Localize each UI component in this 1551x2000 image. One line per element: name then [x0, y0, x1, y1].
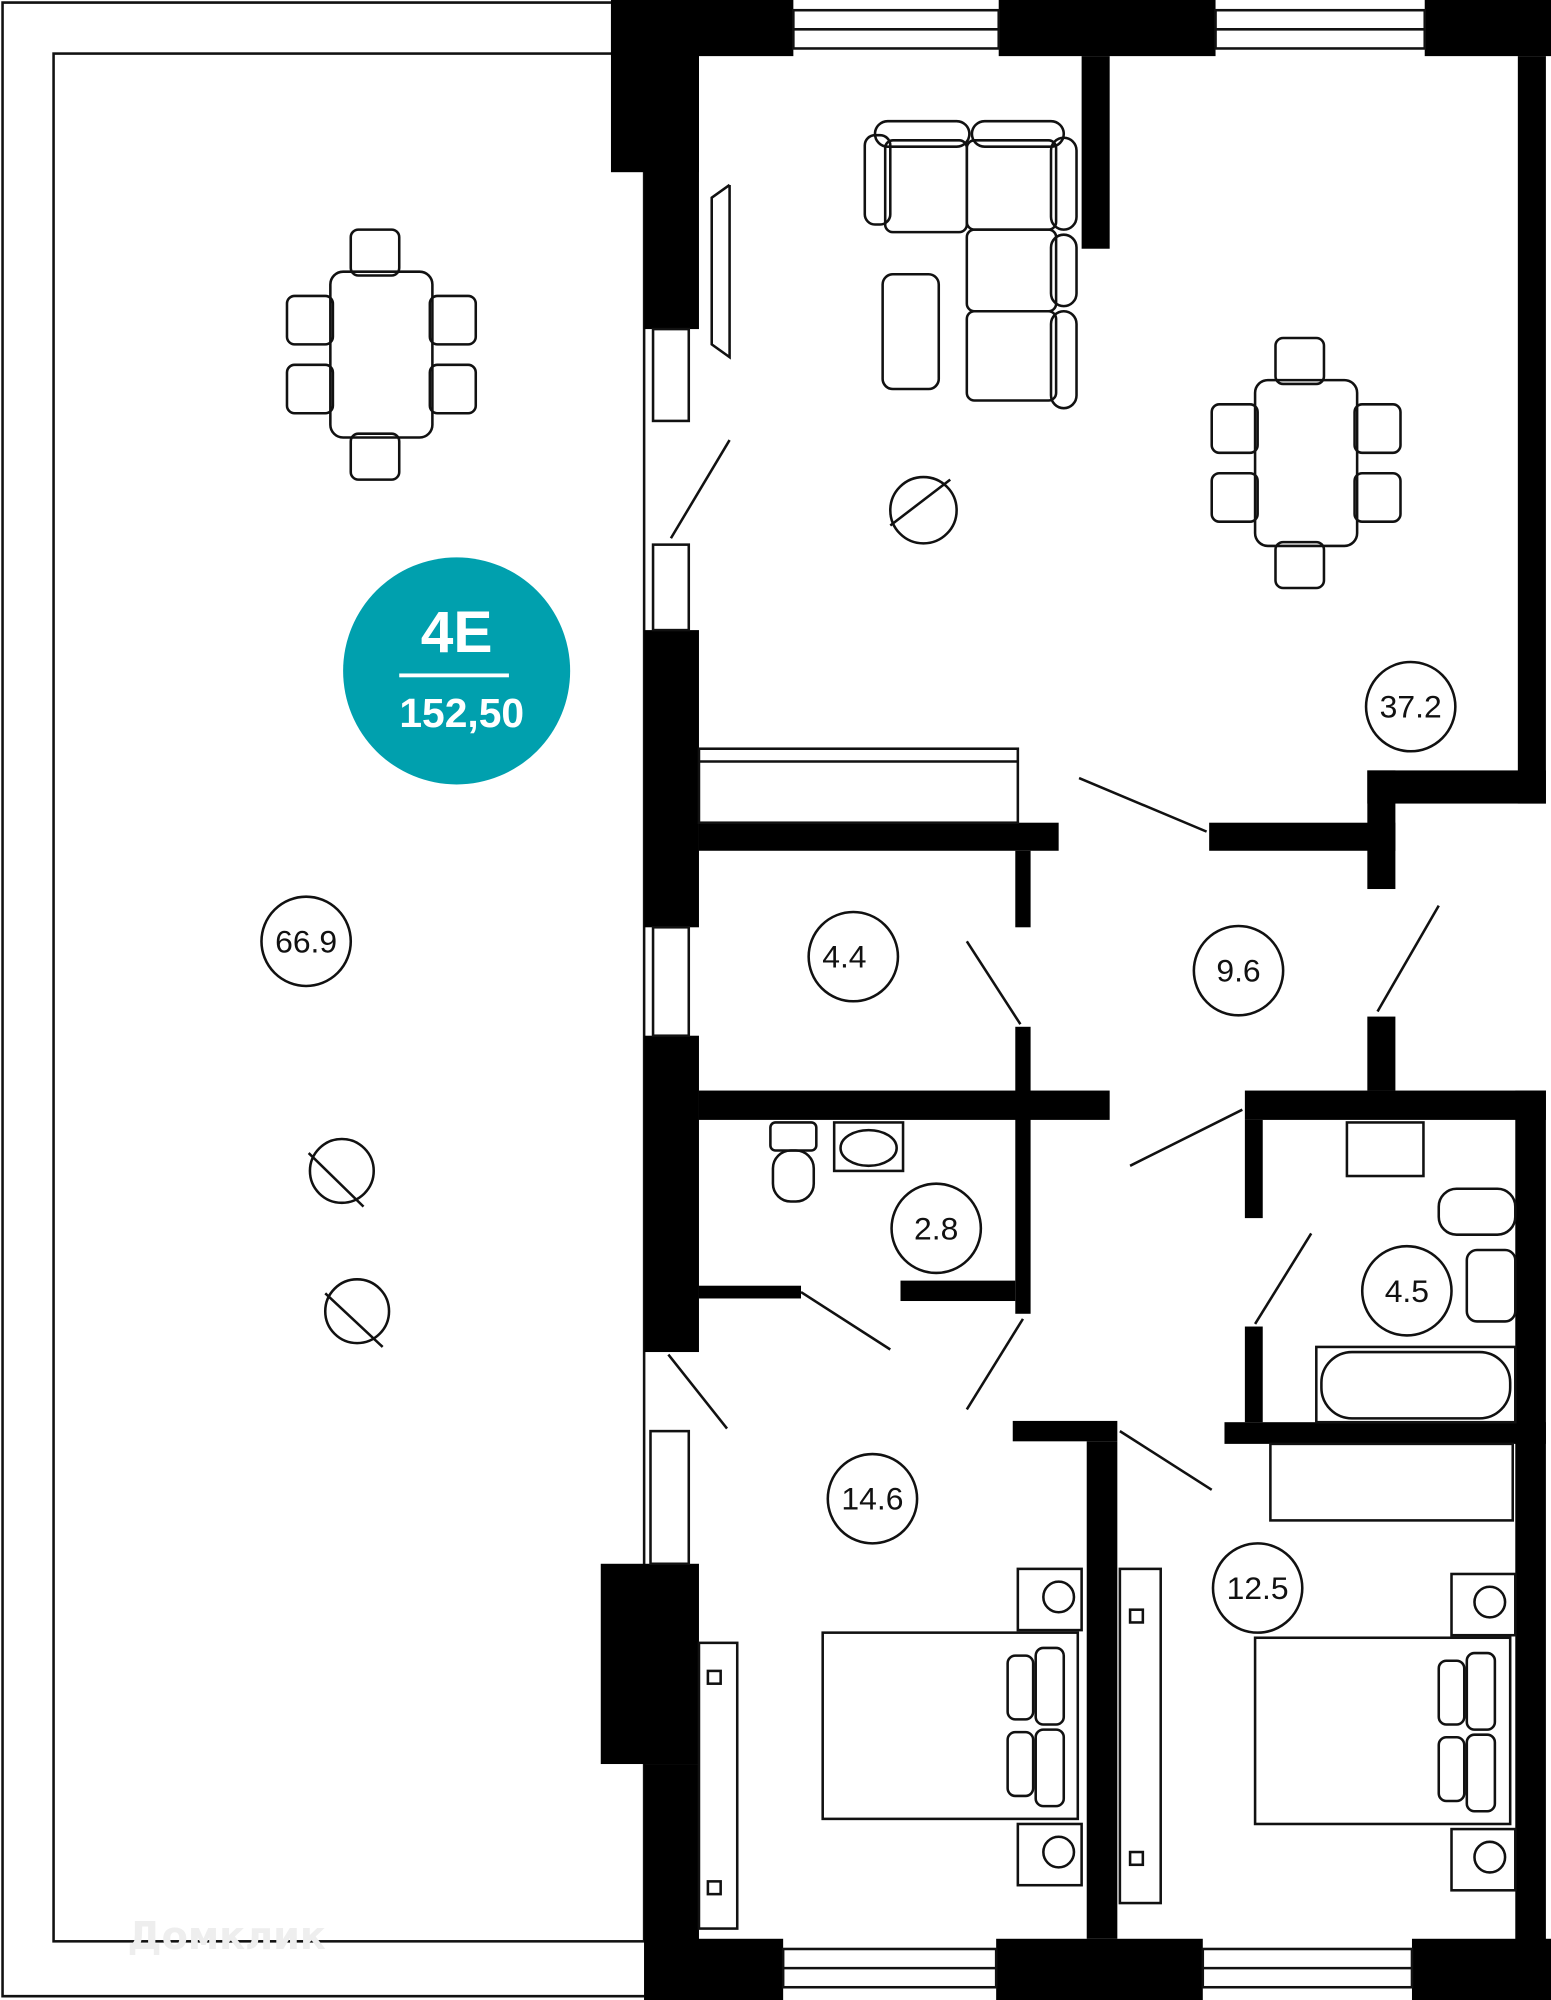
area-text: 4.5	[1385, 1273, 1429, 1309]
sofa	[863, 119, 1078, 410]
windows	[649, 8, 1427, 1989]
watermark: Домклик	[128, 1914, 326, 1959]
doors	[667, 439, 1440, 1491]
bath-basin	[1465, 1248, 1517, 1323]
area-text: 12.5	[1227, 1570, 1289, 1606]
plant-living	[889, 475, 958, 545]
room-label-bedroom-1: 14.6	[826, 1452, 919, 1545]
apartment-badge: 4E 152,50	[343, 557, 571, 785]
area-text: 2.8	[914, 1210, 958, 1246]
area-text: 9.6	[1216, 953, 1260, 989]
room-label-balcony: 66.9	[260, 895, 353, 988]
area-text: 14.6	[841, 1481, 903, 1517]
room-label-living: 37.2	[1364, 660, 1457, 753]
balcony-dining-table	[285, 228, 478, 481]
area-text: 4.4	[822, 939, 866, 975]
bed-2	[1253, 1572, 1517, 1892]
apartment-number: 4E	[421, 600, 493, 665]
area-text: 37.2	[1380, 689, 1442, 725]
tv-stand	[710, 183, 731, 360]
wardrobe-hall	[1269, 1442, 1515, 1522]
balcony-outline	[1, 1, 646, 1998]
wc-toilet	[769, 1121, 818, 1203]
bed-1	[821, 1567, 1083, 1887]
room-label-bedroom-2: 12.5	[1211, 1542, 1304, 1634]
area-text: 66.9	[275, 923, 337, 959]
bath-sink	[1345, 1121, 1425, 1178]
wc-sink	[832, 1121, 905, 1173]
plant-balcony-1	[307, 1137, 375, 1208]
room-label-bathroom: 4.5	[1360, 1244, 1453, 1337]
wardrobe-bedroom-1	[697, 1641, 739, 1930]
furniture	[285, 119, 1517, 1930]
room-label-hall: 9.6	[1192, 924, 1285, 1017]
total-area: 152,50	[399, 690, 524, 736]
plant-balcony-2	[323, 1278, 391, 1348]
bath-toilet	[1437, 1187, 1517, 1236]
bathtub	[1315, 1345, 1517, 1424]
wardrobe-bedroom-2	[1118, 1567, 1162, 1905]
living-dining-table	[1210, 336, 1402, 590]
kitchen-counter	[697, 747, 1020, 824]
room-label-storage: 4.4	[807, 910, 900, 1003]
walls	[600, 0, 1551, 2000]
room-label-wc: 2.8	[890, 1182, 983, 1275]
